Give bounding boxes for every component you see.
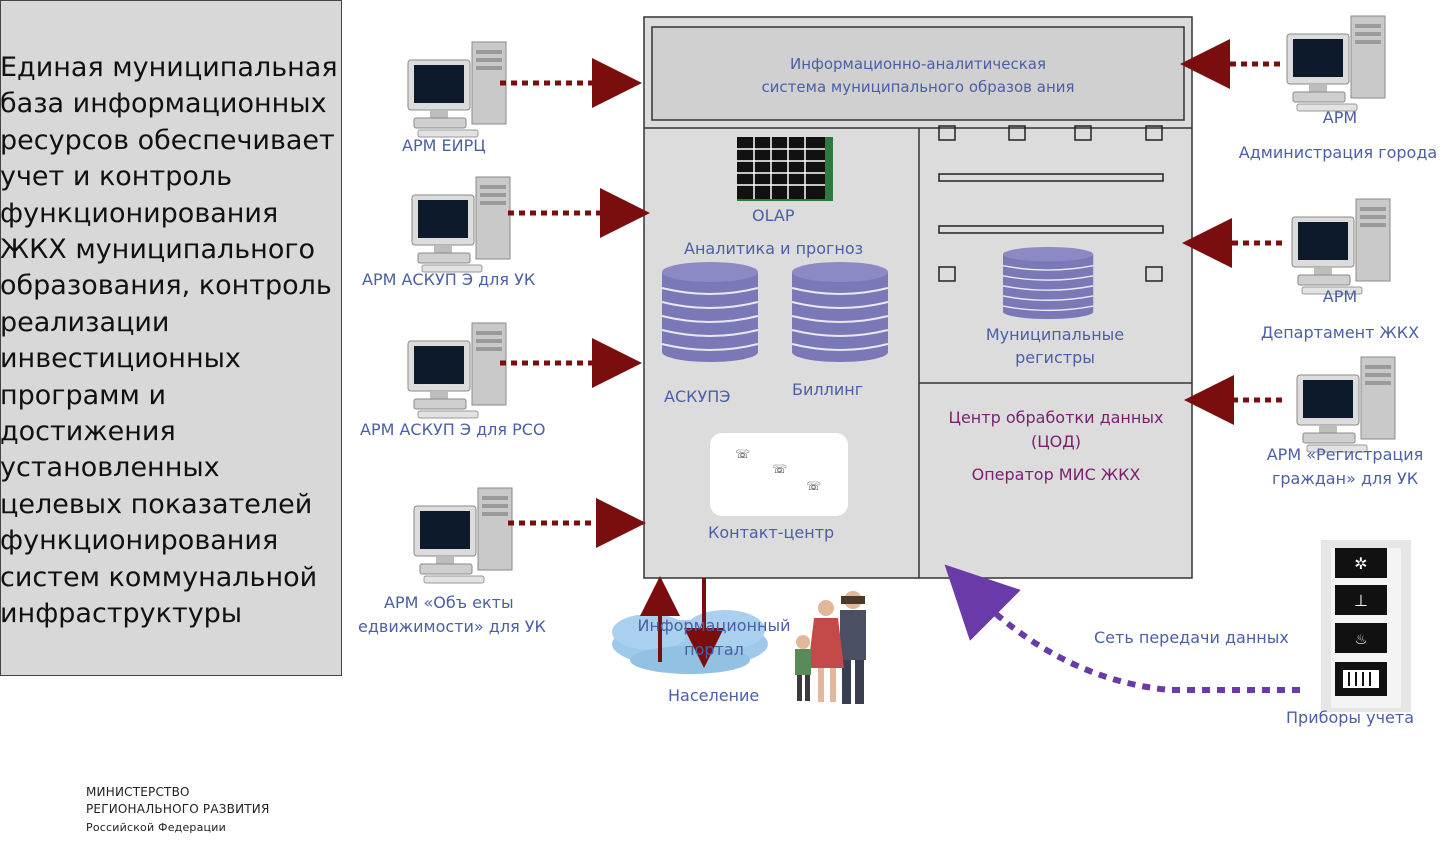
ministry-line2: РЕГИОНАЛЬНОГО РАЗВИТИЯ <box>86 802 270 816</box>
label-arm-objects-line2: едвижимости» для УК <box>358 617 546 636</box>
label-arm-dept-line1: АРМ <box>1322 287 1358 306</box>
svg-text:☏: ☏ <box>735 447 750 461</box>
label-network: Сеть передачи данных <box>1094 628 1289 647</box>
olap-cube-icon <box>737 137 833 201</box>
label-cod-line1: Центр обработки данных <box>948 408 1164 427</box>
label-arm-admin-line1: АРМ <box>1322 108 1358 127</box>
computer-icon-registration <box>1296 356 1396 453</box>
computer-icon-dept <box>1291 198 1391 295</box>
label-registers-line1: Муниципальные <box>985 325 1125 344</box>
label-meters: Приборы учета <box>1286 708 1415 727</box>
label-registers-line2: регистры <box>1015 348 1095 367</box>
billing-database-icon <box>791 261 889 363</box>
label-arm-registration-line1: АРМ «Регистрация <box>1266 445 1424 464</box>
svg-text:☏: ☏ <box>772 462 787 476</box>
ministry-line1: МИНИСТЕРСТВО <box>86 785 190 799</box>
server-rack-icon <box>938 125 1164 282</box>
computer-icon-eirc <box>407 41 507 138</box>
label-portal-line2: портал <box>684 640 744 659</box>
svg-text:☏: ☏ <box>806 479 821 493</box>
meters-panel-icon: ✲ ⊥ ♨ <box>1321 540 1411 712</box>
ministry-line3: Российской Федерации <box>86 821 226 834</box>
label-arm-askupe-uk: АРМ АСКУП Э для УК <box>362 270 536 289</box>
contact-center-icon: ☏ ☏ ☏ <box>710 433 848 516</box>
computer-icon-askupe-uk <box>411 176 511 273</box>
label-billing: Биллинг <box>792 380 864 399</box>
system-title-line2: система муниципального образов ания <box>761 78 1075 96</box>
computer-icon-askupe-rso <box>407 322 507 419</box>
label-contact-center: Контакт-центр <box>708 523 835 542</box>
label-arm-registration-line2: граждан» для УК <box>1271 469 1419 488</box>
label-portal-line1: Информационный <box>637 616 791 635</box>
label-askupe: АСКУПЭ <box>664 387 731 406</box>
label-population: Население <box>668 686 760 705</box>
computer-icon-objects <box>413 487 513 584</box>
svg-text:✲: ✲ <box>1354 554 1367 573</box>
label-operator: Оператор МИС ЖКХ <box>971 465 1141 484</box>
network-arrow <box>944 564 1300 693</box>
label-arm-admin-line2: Администрация города <box>1238 143 1438 162</box>
label-olap: OLAP <box>752 206 795 225</box>
label-analytics: Аналитика и прогноз <box>684 239 864 258</box>
people-family-icon <box>795 591 866 704</box>
registers-database-icon <box>1002 246 1095 320</box>
system-title-line1: Информационно-аналитическая <box>789 55 1047 73</box>
label-arm-objects-line1: АРМ «Объ екты <box>384 593 514 612</box>
svg-text:⊥: ⊥ <box>1354 591 1368 610</box>
svg-text:♨: ♨ <box>1355 632 1368 648</box>
computer-icon-admin <box>1286 15 1386 112</box>
label-arm-eirc: АРМ ЕИРЦ <box>402 136 486 155</box>
askupe-database-icon <box>661 261 759 363</box>
description-text: Единая муниципальная база информационных… <box>0 52 338 630</box>
label-arm-askupe-rso: АРМ АСКУП Э для РСО <box>360 420 546 439</box>
label-cod-line2: (ЦОД) <box>1031 432 1081 451</box>
description-panel: Единая муниципальная база информационных… <box>0 0 342 676</box>
label-arm-dept-line2: Департамент ЖКХ <box>1260 323 1420 342</box>
